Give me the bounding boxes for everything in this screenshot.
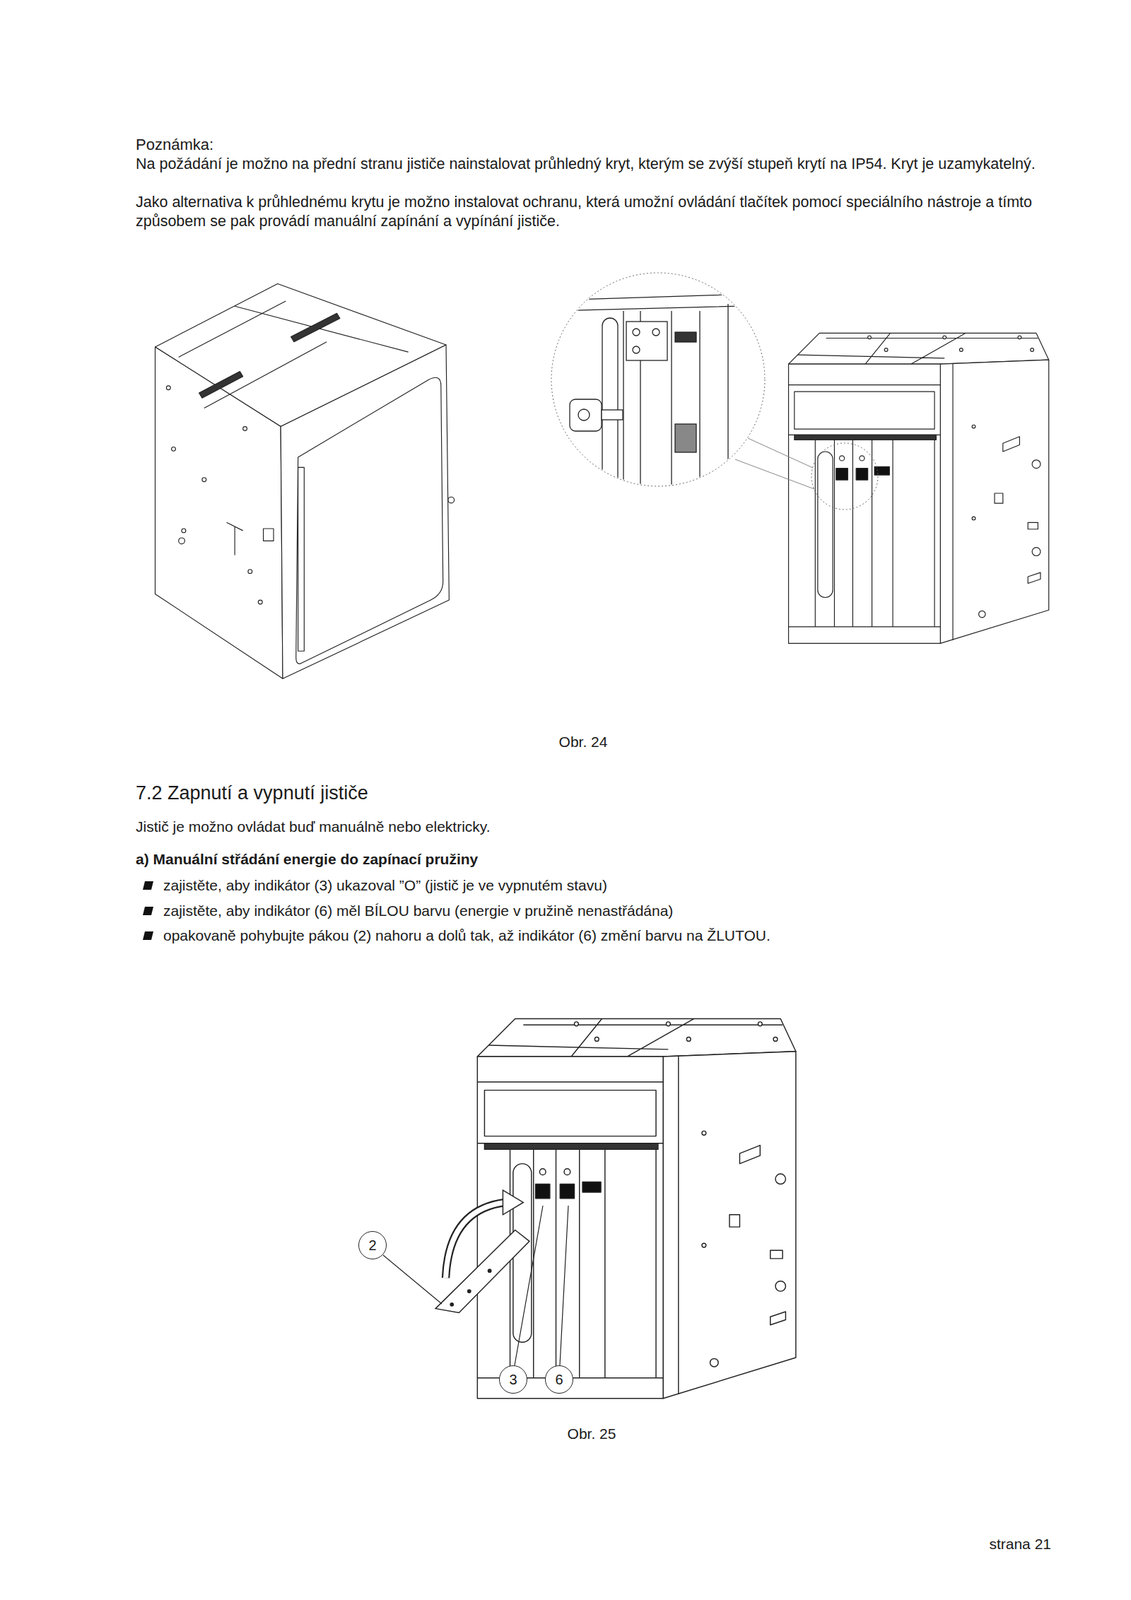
bullet-text: opakovaně pohybujte pákou (2) nahoru a d… [163,926,1047,946]
figure-caption: Obr. 24 [512,733,654,752]
page-number: strana 21 [909,1535,1052,1554]
section-heading: 7.2 Zapnutí a vypnutí jističe [135,781,984,806]
callout-circle: 3 [499,1365,528,1394]
callout-number: 3 [508,1372,517,1387]
note-text: Jako alternativa k průhlednému krytu je … [135,192,1062,232]
subheading: a) Manuální střádání energie do zapínací… [135,850,984,869]
note-text: Na požádání je možno na přední stranu ji… [135,154,1062,174]
callout-number: 2 [368,1238,377,1253]
callout-circle: 2 [358,1231,387,1260]
note-heading: Poznámka: [135,135,560,155]
callout-number: 6 [554,1372,563,1387]
body-text: Jistič je možno ovládat buď manuálně neb… [135,817,984,837]
bullet-text: zajistěte, aby indikátor (6) měl BÍLOU b… [163,901,1047,921]
callout-circle: 6 [545,1365,574,1394]
bullet-text: zajistěte, aby indikátor (3) ukazoval ”O… [163,876,1047,895]
figure-caption: Obr. 25 [520,1425,663,1444]
